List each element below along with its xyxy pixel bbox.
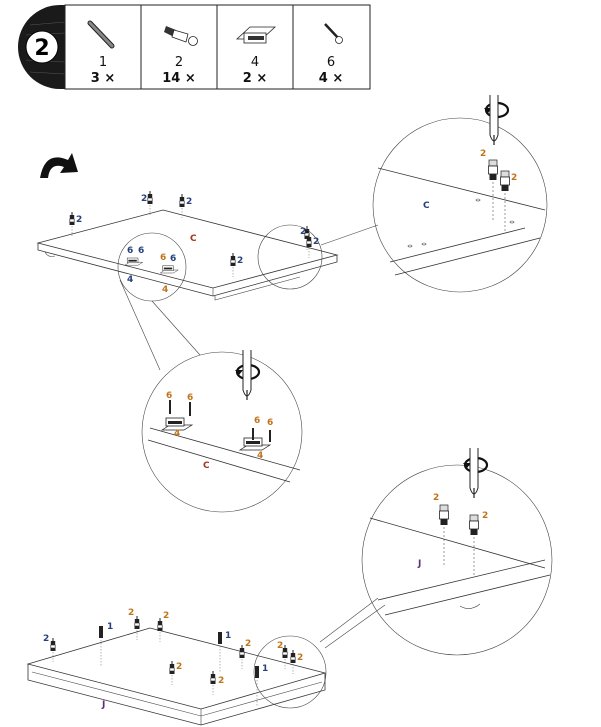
part-callout-4: 4 <box>127 275 133 285</box>
part-callout-2: 2 <box>300 227 306 237</box>
part-callout-4: 4 <box>257 451 263 461</box>
part-callout-6: 6 <box>254 416 260 426</box>
part-quantity: 4 × <box>319 71 343 86</box>
part-callout-2: 2 <box>511 173 517 183</box>
screwdriver-icon <box>242 349 252 401</box>
part-cell-4: 4 2 × <box>243 55 267 86</box>
part-quantity: 14 × <box>162 71 196 86</box>
part-callout-6: 6 <box>267 418 273 428</box>
part-callout-2: 2 <box>141 194 147 204</box>
cam-bolt-icon <box>164 26 198 46</box>
detail-view-j-bolts: J 2 2 <box>361 447 553 656</box>
magnetic-catch-icon <box>235 26 277 44</box>
part-callout-2: 2 <box>43 634 49 644</box>
detail-circle-catches <box>117 232 187 302</box>
part-callout-2: 2 <box>245 639 251 649</box>
part-number: 1 <box>99 55 107 70</box>
part-callout-1: 1 <box>262 664 268 674</box>
part-callout-6: 6 <box>160 253 166 263</box>
panel-label-j: J <box>101 700 105 710</box>
part-callout-2: 2 <box>482 511 488 521</box>
panel-label-j: J <box>417 559 421 569</box>
part-callout-2: 2 <box>218 676 224 686</box>
part-callout-2: 2 <box>76 215 82 225</box>
screwdriver-icon <box>469 447 479 499</box>
part-number: 2 <box>175 55 183 70</box>
part-number: 6 <box>327 55 335 70</box>
part-cell-1: 1 3 × <box>91 55 115 86</box>
part-quantity: 3 × <box>91 71 115 86</box>
part-callout-6: 6 <box>170 254 176 264</box>
part-callout-6: 6 <box>138 246 144 256</box>
detail-circle-bolts-c <box>257 224 323 290</box>
part-callout-4: 4 <box>162 285 168 295</box>
screw-icon <box>324 23 343 44</box>
step-header: 2 <box>18 5 66 89</box>
part-callout-2: 2 <box>313 237 319 247</box>
part-callout-6: 6 <box>187 393 193 403</box>
part-callout-2: 2 <box>186 197 192 207</box>
screwdriver-icon <box>489 94 499 146</box>
part-callout-2: 2 <box>433 493 439 503</box>
part-callout-2: 2 <box>237 256 243 266</box>
part-number: 4 <box>251 55 259 70</box>
part-quantity: 2 × <box>243 71 267 86</box>
part-callout-2: 2 <box>277 641 283 651</box>
panel-c: C 2 2 2 2 2 2 6 6 6 6 4 4 <box>36 190 379 371</box>
part-callout-1: 1 <box>107 622 113 632</box>
detail-circle-bolts-j <box>253 635 327 709</box>
part-callout-2: 2 <box>176 662 182 672</box>
panel-label-c: C <box>203 461 210 471</box>
detail-view-c-bolts: C 2 2 <box>372 94 548 293</box>
part-callout-2: 2 <box>297 653 303 663</box>
part-callout-6: 6 <box>166 391 172 401</box>
part-callout-4: 4 <box>174 429 180 439</box>
part-callout-1: 1 <box>225 631 231 641</box>
part-callout-2: 2 <box>128 608 134 618</box>
part-callout-6: 6 <box>127 246 133 256</box>
panel-j: J 2 1 2 2 1 2 2 2 1 2 2 <box>26 608 327 726</box>
step-number: 2 <box>34 36 49 61</box>
part-cell-2: 2 14 × <box>162 55 196 86</box>
detail-view-catches: C 6 6 6 6 4 4 <box>141 349 303 513</box>
panel-label-c: C <box>423 201 430 211</box>
flip-arrow-icon <box>40 153 78 178</box>
part-cell-6: 6 4 × <box>319 55 343 86</box>
dowel-icon <box>87 20 115 49</box>
panel-label-c: C <box>190 234 197 244</box>
part-callout-2: 2 <box>163 611 169 621</box>
parts-table: 1 3 × 2 14 × 4 2 × 6 4 × <box>64 4 371 90</box>
part-callout-2: 2 <box>480 149 486 159</box>
